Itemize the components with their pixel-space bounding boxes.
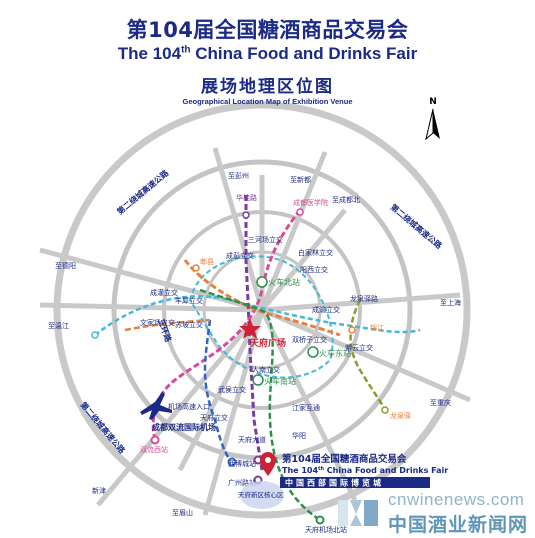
tianfu-square-marker: 天府广场 bbox=[239, 318, 286, 349]
train-station-north: 火车北站 bbox=[256, 276, 300, 288]
ring-road-outer bbox=[53, 101, 471, 519]
train-station-south: 火车南站 bbox=[252, 374, 296, 386]
label-ring2-nw: 第二绕城高速公路 bbox=[115, 167, 171, 216]
train-station-east: 火车东站 bbox=[307, 346, 351, 358]
label-zhiwenjiang: 至温江 bbox=[48, 321, 69, 330]
label-yangxi: 阳西立交 bbox=[300, 265, 328, 274]
label-baijia: 白家林立交 bbox=[298, 248, 333, 257]
label-tianfudadao: 天府大道 bbox=[238, 435, 266, 444]
label-shuangliu: 双流西站 bbox=[140, 445, 168, 454]
label-huaqiao: 华桂路 bbox=[236, 193, 257, 202]
label-airport: 成都双流国际机场 bbox=[152, 422, 216, 432]
page-subtitle-en: Geographical Location Map of Exhibition … bbox=[182, 97, 353, 106]
label-longquan: 龙泉驿 bbox=[390, 411, 411, 420]
page-title: 第104届全国糖酒商品交易会 bbox=[126, 18, 409, 42]
metro-line-olive bbox=[349, 299, 387, 411]
metro-line-cyan bbox=[94, 295, 421, 336]
label-shuangqiao: 双桥子立交 bbox=[292, 335, 327, 344]
watermark-url: cnwinenews.com bbox=[388, 490, 525, 509]
label-huochebei: 火车北站 bbox=[268, 277, 300, 287]
page-subtitle: 展场地理区位图 bbox=[201, 77, 334, 97]
label-ziyun: 紫云立交 bbox=[345, 343, 373, 352]
label-jianshe: 成渝立交 bbox=[312, 305, 340, 314]
label-sanhe: 三河场立交 bbox=[248, 235, 283, 244]
label-chengdu-yixueyuan: 成都医学院 bbox=[293, 198, 328, 207]
label-huochedong: 火车东站 bbox=[319, 348, 351, 358]
label-xinjin: 新津 bbox=[92, 486, 106, 495]
label-chenghe: 成彭立交 bbox=[226, 251, 254, 260]
label-xichang: 西博城站 bbox=[228, 459, 256, 468]
station-markers bbox=[91, 208, 389, 525]
label-huayang: 华阳 bbox=[292, 431, 306, 440]
label-tianfu-airport: 天府机场北站 bbox=[305, 525, 347, 534]
label-yangbu: 羊犀立交 bbox=[175, 296, 203, 305]
label-wenjiang: 文家场立交 bbox=[140, 318, 175, 327]
label-zhixinan: 至新都 bbox=[290, 175, 311, 184]
site-logo-icon bbox=[338, 500, 378, 526]
label-tianfu-lijiao: 天府立交 bbox=[200, 413, 228, 422]
label-jichang-rukou: 机场高速入口 bbox=[168, 402, 210, 411]
label-zhichongqing: 至重庆 bbox=[430, 398, 451, 407]
venue-callout: 第104届全国糖酒商品交易会 The 104th China Food and … bbox=[280, 453, 448, 488]
label-tianfu-city: 天府新区核心区 bbox=[238, 490, 284, 499]
label-guangzhou: 广州路站 bbox=[228, 478, 256, 487]
label-pixian: 郫县 bbox=[200, 257, 214, 266]
label-zhiquanxi: 至成都北 bbox=[332, 195, 360, 204]
watermark-name: 中国酒业新闻网 bbox=[388, 514, 529, 536]
page-title-en: The 104th China Food and Drinks Fair bbox=[117, 44, 418, 63]
airport-icon bbox=[140, 392, 172, 420]
metro-line-orange-west bbox=[124, 318, 211, 332]
label-huochenan: 火车南站 bbox=[264, 376, 296, 386]
label-ring2-w: 第二绕城高速公路 bbox=[78, 400, 127, 456]
label-longquanlu: 龙泉驿路 bbox=[350, 294, 378, 303]
compass-label: N bbox=[429, 97, 437, 107]
metro-line-cyan-loop bbox=[188, 255, 334, 379]
label-wuhou: 武侯立交 bbox=[218, 385, 246, 394]
label-jiangjia: 江家互通 bbox=[292, 403, 320, 412]
header: 第104届全国糖酒商品交易会 The 104th China Food and … bbox=[0, 0, 535, 150]
north-arrow-icon: N bbox=[425, 97, 440, 141]
label-suluo: 苏坡立交 bbox=[175, 320, 203, 329]
label-renmin-nan: 人南立交 bbox=[252, 365, 280, 374]
place-labels: 至彭州 至新都 至成都北 至上海 至德阳 至温江 至重庆 新津 至眉山 华桂路 … bbox=[48, 171, 461, 534]
label-jinjiang: 锦江 bbox=[370, 323, 384, 332]
label-zhipeng: 至彭州 bbox=[228, 171, 249, 180]
metro-line-blue bbox=[203, 319, 233, 463]
label-zhishanghai: 至上海 bbox=[440, 298, 461, 307]
label-zhiguanghan: 至德阳 bbox=[55, 261, 76, 270]
label-zhichuangong: 至眉山 bbox=[172, 508, 193, 517]
venue-name-cn: 第104届全国糖酒商品交易会 bbox=[282, 453, 407, 465]
label-chengpi: 成灌立交 bbox=[150, 288, 178, 297]
watermark: cnwinenews.com 中国酒业新闻网 bbox=[330, 488, 535, 538]
venue-pin-icon bbox=[260, 452, 276, 476]
venue-hall-name: 中国西部国际博览城 bbox=[285, 478, 384, 488]
venue-area bbox=[240, 481, 284, 509]
label-tianfu-square: 天府广场 bbox=[250, 337, 286, 349]
venue-name-en: The 104th China Food and Drinks Fair bbox=[282, 466, 448, 475]
